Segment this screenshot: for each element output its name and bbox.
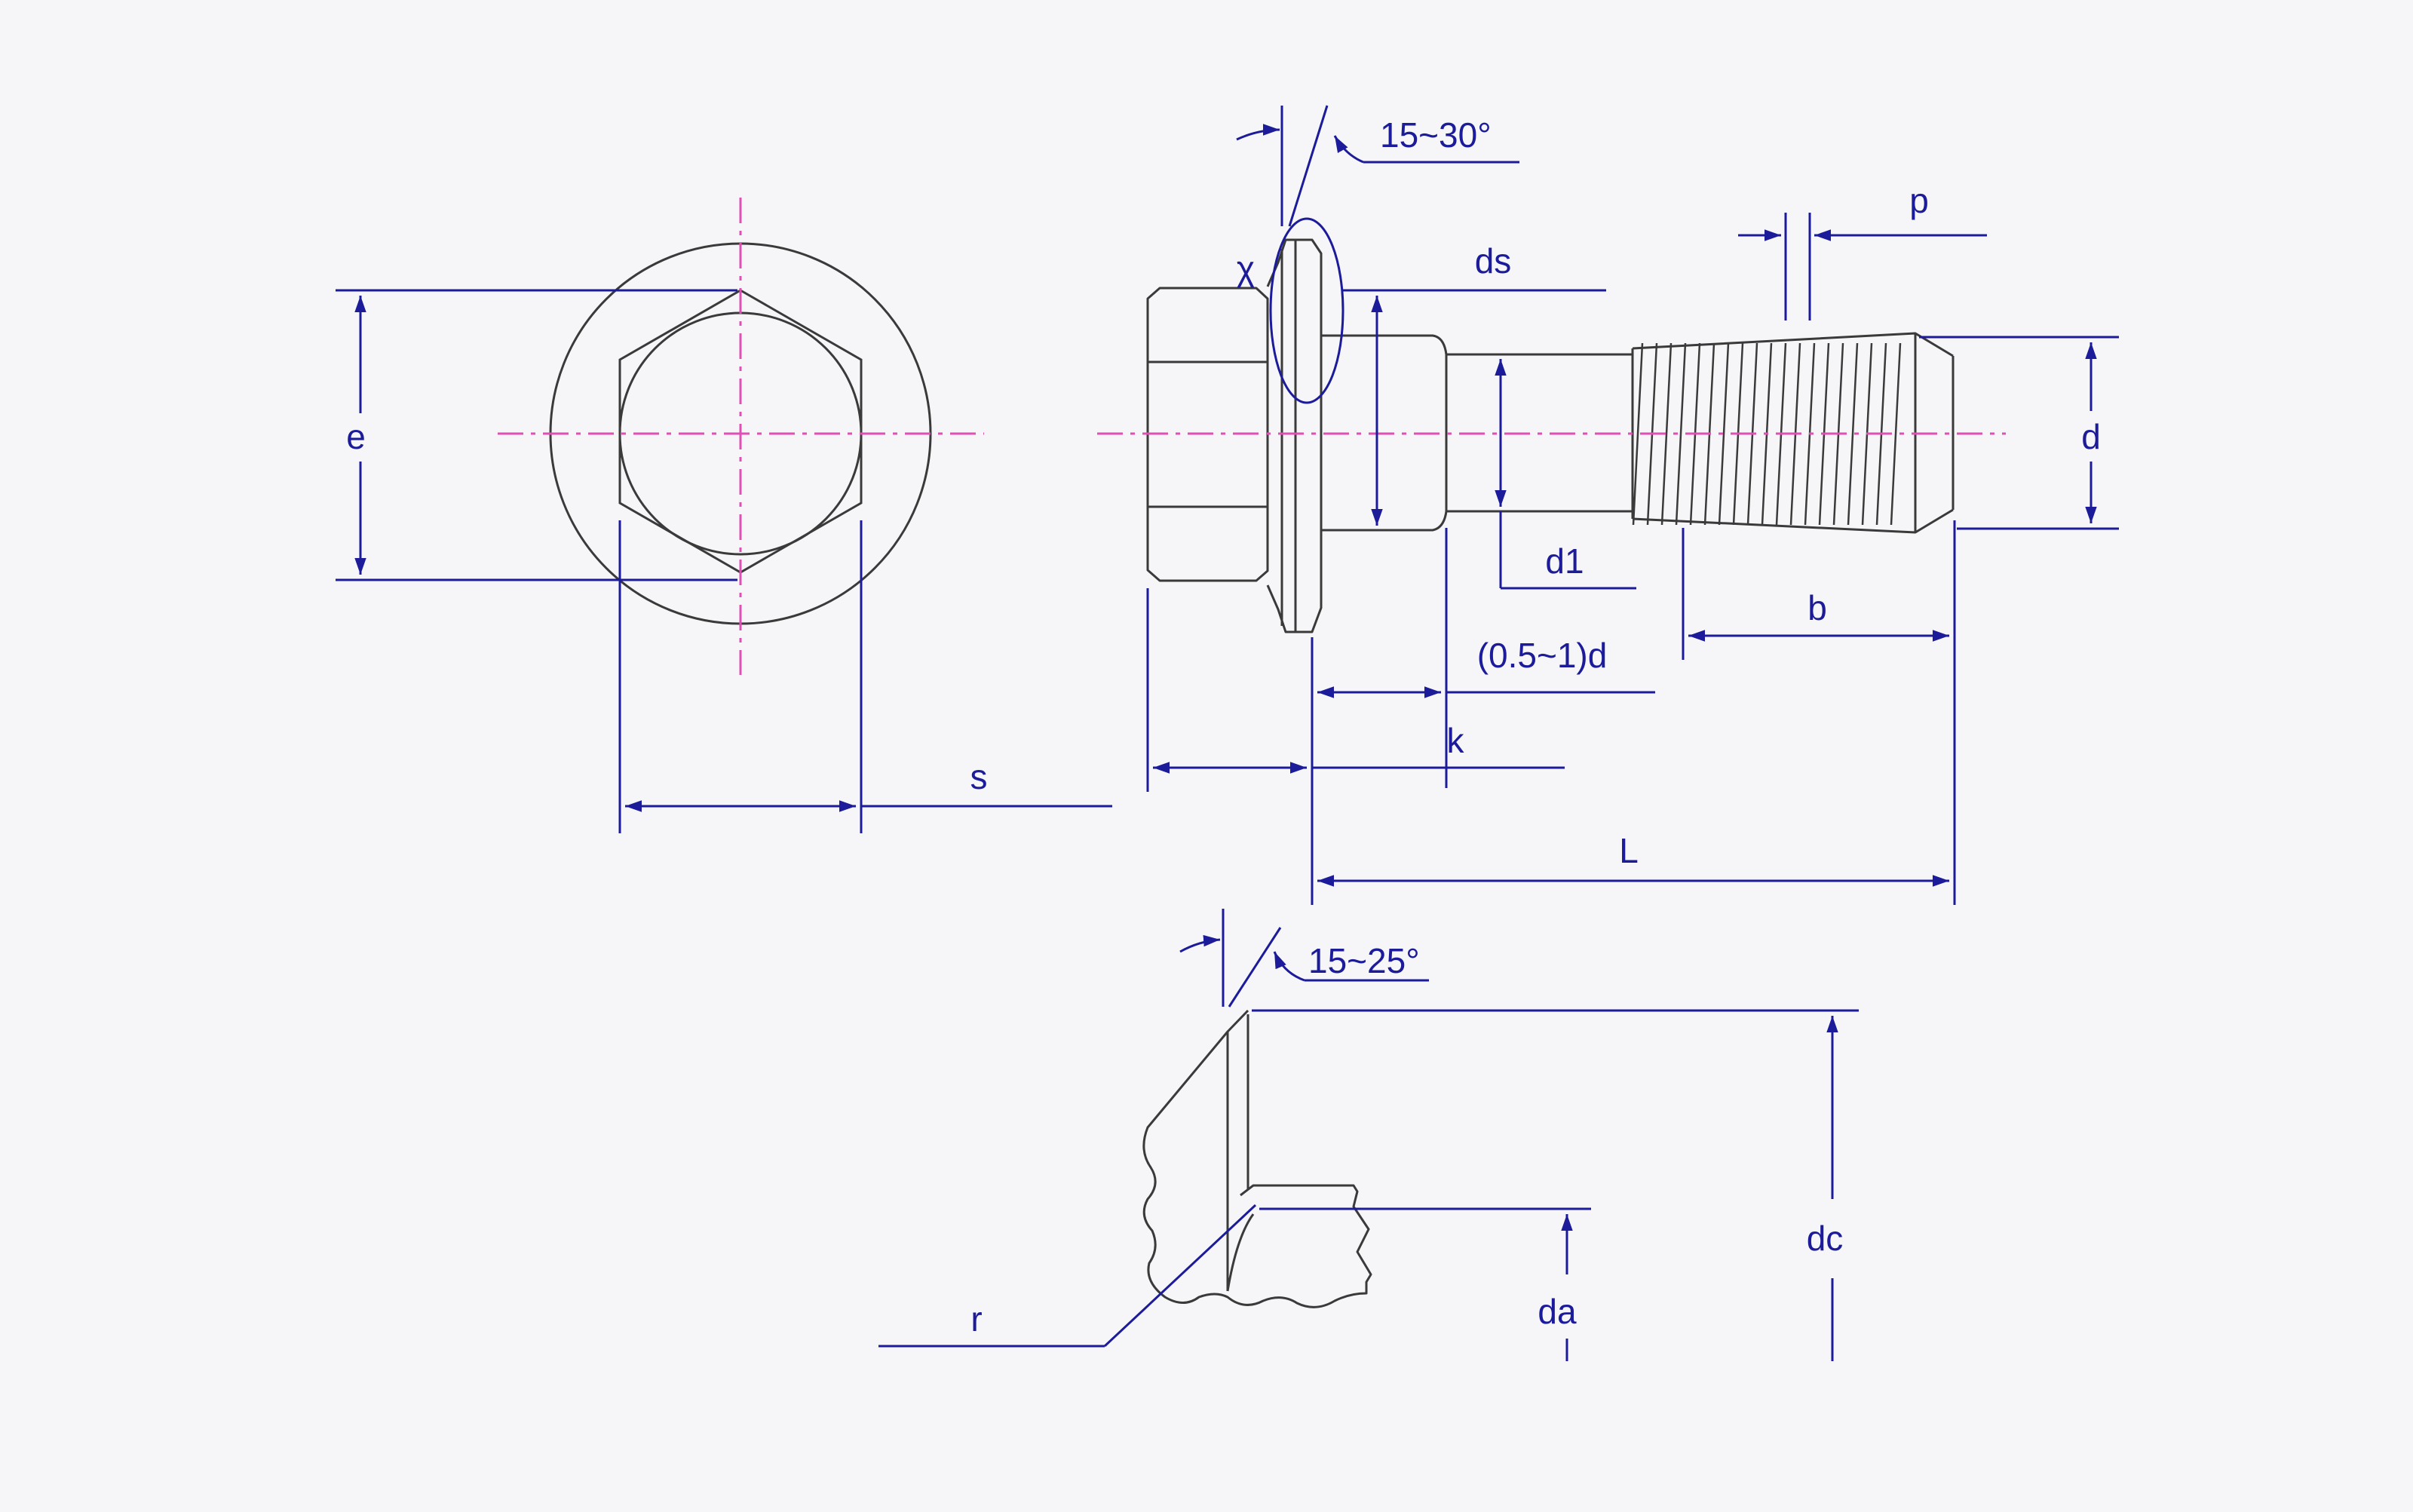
label-b: b (1807, 588, 1827, 627)
dimension-flange-angle (1236, 105, 1519, 227)
dimension-s (618, 520, 1112, 833)
hex-head-side (1146, 287, 1269, 582)
label-chi: χ (1237, 249, 1255, 288)
shank-lower (1321, 510, 1633, 532)
dimension-p (1738, 213, 1987, 320)
dimension-transition (1311, 528, 1655, 905)
label-d1: d1 (1545, 541, 1584, 581)
label-dc: dc (1807, 1219, 1844, 1258)
dimension-dc (1252, 1009, 1859, 1361)
dimension-k (1146, 588, 1565, 792)
thread-line (1660, 342, 1673, 526)
dimension-e (336, 289, 737, 581)
label-L: L (1619, 831, 1639, 870)
label-da: da (1538, 1292, 1577, 1331)
thread-line (1632, 342, 1644, 526)
label-r: r (970, 1299, 982, 1339)
dimension-b (1682, 520, 1956, 905)
dimension-d1 (1495, 359, 1636, 590)
dimension-d (1919, 336, 2119, 530)
label-under-head-angle: 15~25° (1308, 941, 1420, 980)
detail-view (1142, 1009, 1372, 1308)
end-view-centerlines (498, 198, 984, 675)
dimension-under-head-angle (1179, 909, 1429, 1007)
thread-line (1890, 342, 1902, 526)
flange-detail-ellipse (1269, 217, 1344, 404)
thread-line (1847, 342, 1859, 526)
thread-crest-top (1632, 332, 1954, 357)
label-e: e (346, 417, 366, 456)
shank-upper (1321, 334, 1633, 356)
dimension-r (878, 1204, 1257, 1348)
thread-line (1718, 342, 1730, 526)
label-d: d (2081, 417, 2101, 456)
label-s: s (970, 757, 988, 796)
label-p: p (1909, 181, 1929, 220)
label-flange-angle: 15~30° (1380, 115, 1492, 155)
dimension-da (1259, 1207, 1591, 1361)
label-k: k (1447, 721, 1465, 760)
dimension-ds (1342, 289, 1606, 526)
label-ds: ds (1475, 241, 1512, 281)
flange-detail-outline (1142, 1009, 1372, 1308)
thread-line (1675, 342, 1687, 526)
label-transition: (0.5~1)d (1477, 636, 1608, 675)
thread-crest-bottom (1632, 508, 1954, 534)
